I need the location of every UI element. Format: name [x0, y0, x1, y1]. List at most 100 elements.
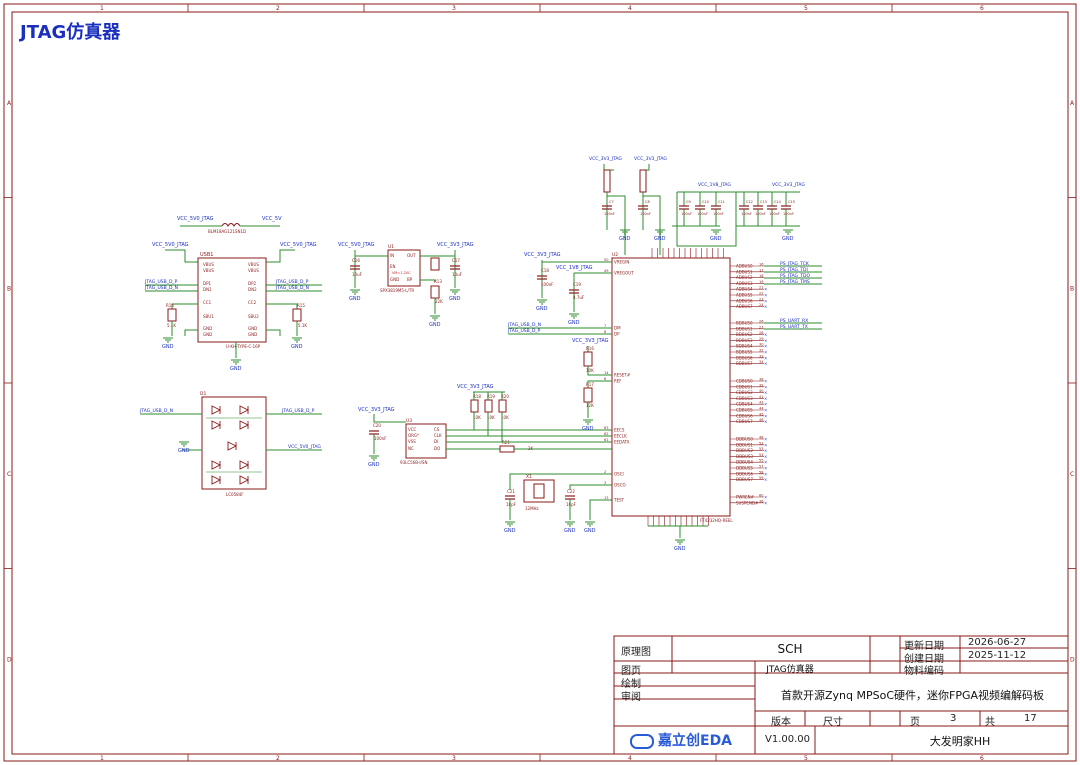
ftdi-right-pin-num: 22: [759, 292, 763, 296]
tb-label-review: 审阅: [621, 692, 641, 703]
frame-row-label-right: B: [1070, 285, 1074, 292]
tb-label-sheet: 页: [910, 717, 920, 728]
ftdi-right-pin-num: 36: [759, 499, 763, 503]
svg-text:C16: C16: [352, 258, 360, 263]
ftdi-right-pin-num: 54: [759, 453, 764, 457]
tb-label-page: 图页: [621, 666, 641, 677]
cap-ref: C8: [645, 200, 650, 204]
net-top-vcc1: VCC_3V3_JTAG: [589, 156, 622, 162]
net-label-usb-vcc-right: VCC_5V0_JTAG: [280, 242, 317, 248]
ftdi-left-pin-num: 62: [604, 432, 608, 436]
ftdi-right-pin-num: 41: [759, 395, 763, 399]
frame-col-label-top: 6: [980, 5, 984, 12]
cap-ref: C9: [686, 200, 691, 204]
svg-text:100nF: 100nF: [541, 282, 554, 287]
ftdi-left-pin-num: 63: [604, 426, 608, 430]
diode-icon: [211, 405, 222, 415]
tb-brand: 嘉立创EDA: [630, 730, 732, 750]
tb-label-update: 更新日期: [904, 641, 944, 652]
ftdi-part: FT4232HQ-REEL: [700, 518, 733, 523]
frame-col-label-top: 3: [452, 5, 456, 12]
frame-col-label-bottom: 5: [804, 755, 808, 762]
ftdi-left-pin-name: EECS: [614, 428, 625, 433]
jtag-uart-nets: PS_JTAG_TCK PS_JTAG_TDI PS_JTAG_TDO PS_J…: [764, 261, 822, 330]
ftdi-left-pin-name: DM: [614, 326, 621, 331]
esd-diodes: [206, 405, 262, 485]
ftdi-right-pin-num: 21: [759, 286, 763, 290]
gnd-label: GND: [536, 306, 548, 312]
no-connect-icon: ×: [764, 355, 767, 360]
cap-value: 100nF: [604, 212, 615, 216]
gnd-label: GND: [162, 344, 174, 350]
net-top-vcc-3v3: VCC_3V3_JTAG: [772, 182, 805, 188]
gnd-label: GND: [654, 236, 666, 242]
svg-text:10K: 10K: [501, 415, 509, 420]
no-connect-icon: ×: [764, 460, 767, 465]
frame-col-label-top: 2: [276, 5, 280, 12]
svg-text:R13: R13: [434, 279, 442, 284]
ftdi-left-pin-name: OSCO: [614, 483, 626, 488]
no-connect-icon: ×: [764, 408, 767, 413]
ftdi-right-pin-num: 23: [759, 297, 763, 301]
usb-pin-right: GND: [248, 326, 257, 331]
eeprom-pin-left: ORG*: [408, 433, 419, 438]
svg-text:C18: C18: [541, 268, 549, 273]
gnd-label: GND: [619, 236, 631, 242]
svg-text:10uF: 10uF: [452, 272, 463, 277]
ldo-pin: IN: [390, 253, 394, 258]
no-connect-icon: ×: [764, 361, 767, 366]
usb-pin-right: GND: [248, 332, 257, 337]
diode-icon: [239, 475, 250, 485]
tb-create-date: 2025-11-12: [968, 650, 1027, 661]
net-tck: PS_JTAG_TCK: [780, 261, 810, 267]
gnd-label: GND: [230, 366, 242, 372]
usb-part: U-KH-TYPE-C-16P: [226, 344, 261, 349]
ftdi-left-pin-name: OSCI: [614, 472, 624, 477]
svg-text:5.1K: 5.1K: [298, 323, 307, 328]
net-top-vcc2: VCC_3V3_JTAG: [634, 156, 667, 162]
ldo-pin: OUT: [407, 253, 416, 258]
tb-page-name: JTAG仿真器: [766, 665, 814, 675]
gnd-label: GND: [504, 528, 516, 534]
ftdi-right-pin-num: 34: [759, 360, 764, 364]
net-tms: PS_JTAG_TMS: [780, 279, 810, 285]
svg-text:C17: C17: [452, 258, 460, 263]
cap-ref: C13: [760, 200, 767, 204]
svg-text:10K: 10K: [586, 368, 594, 373]
ftdi-left-pin-name: REF: [614, 379, 622, 384]
usb-pin-right: CC2: [248, 300, 257, 305]
eeprom-pin-right: DI: [434, 439, 438, 444]
ftdi-right-pin-num: 43: [759, 401, 763, 405]
cloud-logo-icon: [630, 733, 654, 749]
net-tdi: PS_JTAG_TDI: [780, 267, 808, 273]
svg-text:10uF: 10uF: [352, 272, 363, 277]
ftdi-left-pin-num: 14: [604, 371, 609, 375]
ftdi-ref: U2: [612, 252, 618, 258]
ftdi-right-pin-num: 59: [759, 476, 763, 480]
no-connect-icon: ×: [764, 495, 767, 500]
usb-ref: USB1: [200, 252, 213, 258]
net-top-vcc-1v8: VCC_1V8_JTAG: [698, 182, 731, 188]
eeprom-pullups: R18 R19 R20 10K 10K 10K: [470, 392, 509, 420]
ftdi-right-pin-num: 24: [759, 303, 764, 307]
cap-value: 100nF: [640, 212, 651, 216]
cap-ref: C15: [788, 200, 795, 204]
svg-text:C19: C19: [573, 282, 581, 287]
ftdi-right-pin-num: 18: [759, 274, 763, 278]
cap-ref: C11: [718, 200, 725, 204]
no-connect-icon: ×: [764, 338, 767, 343]
eeprom-pin-right: CLK: [434, 433, 442, 438]
no-connect-icon: ×: [764, 344, 767, 349]
frame-col-label-bottom: 6: [980, 755, 984, 762]
ftdi-left-pin-num: 49: [604, 269, 608, 273]
net-ldo-out: VCC_3V3_JTAG: [437, 242, 474, 248]
usb-pin-right: SBU2: [248, 314, 259, 319]
no-connect-icon: ×: [764, 350, 767, 355]
ftdi-right-pin-num: 46: [759, 418, 763, 422]
svg-text:C22: C22: [567, 489, 575, 494]
ftdi-top-pins: [651, 248, 724, 258]
ftdi-right-pin-num: 17: [759, 268, 763, 272]
